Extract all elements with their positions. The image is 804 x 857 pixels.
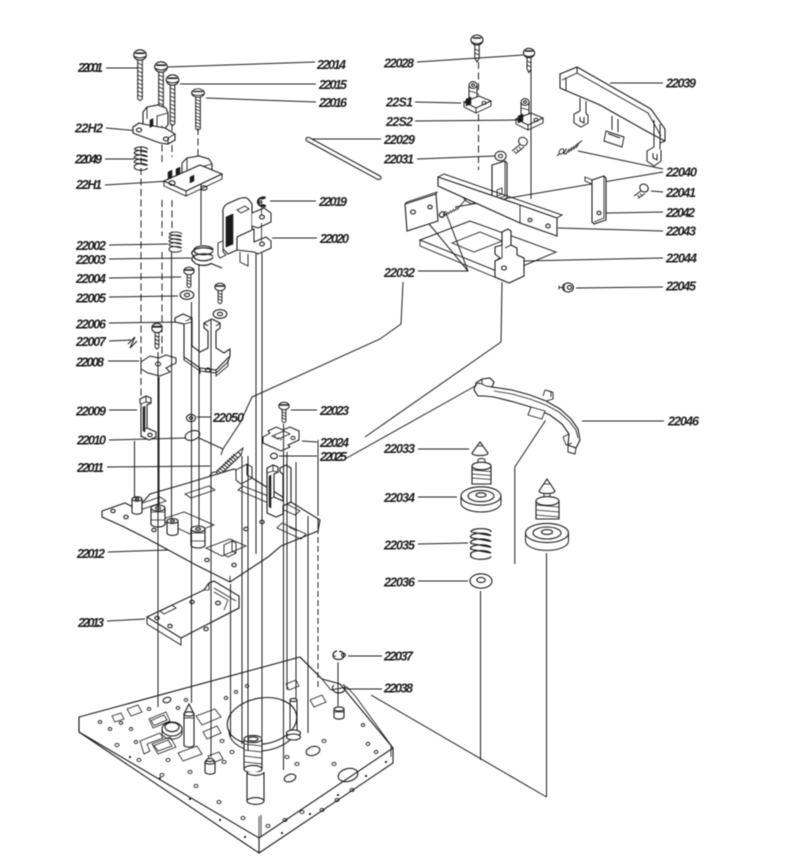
svg-text:22015: 22015 (318, 78, 348, 92)
svg-text:22S1: 22S1 (385, 96, 414, 110)
svg-text:22042: 22042 (665, 206, 695, 220)
svg-text:22035: 22035 (383, 539, 416, 553)
svg-text:22020: 22020 (319, 232, 349, 246)
svg-text:22H2: 22H2 (74, 122, 103, 136)
svg-text:22037: 22037 (383, 650, 414, 664)
svg-text:22041: 22041 (665, 186, 696, 200)
svg-text:22S2: 22S2 (385, 115, 414, 129)
svg-text:22024: 22024 (319, 436, 349, 450)
svg-text:22013: 22013 (77, 616, 104, 630)
svg-text:22004: 22004 (75, 272, 106, 286)
svg-text:22002: 22002 (75, 239, 106, 253)
svg-text:22005: 22005 (75, 292, 107, 306)
svg-text:22016: 22016 (318, 96, 348, 110)
svg-text:22023: 22023 (319, 404, 349, 418)
svg-text:22039: 22039 (665, 77, 696, 91)
svg-text:22029: 22029 (383, 133, 415, 147)
svg-text:22006: 22006 (75, 318, 107, 332)
svg-text:22038: 22038 (383, 682, 413, 696)
svg-text:22001: 22001 (77, 61, 103, 75)
svg-text:22014: 22014 (316, 58, 346, 72)
svg-text:22049: 22049 (74, 153, 102, 167)
svg-text:22046: 22046 (667, 415, 700, 429)
svg-text:22009: 22009 (75, 405, 106, 419)
svg-text:22043: 22043 (665, 225, 696, 239)
svg-text:22008: 22008 (75, 356, 104, 370)
svg-text:22033: 22033 (383, 442, 415, 456)
svg-text:22H1: 22H1 (75, 178, 102, 192)
svg-text:22050: 22050 (212, 411, 244, 425)
svg-text:22025: 22025 (319, 450, 348, 464)
svg-text:22034: 22034 (383, 491, 415, 505)
svg-text:22031: 22031 (383, 153, 414, 167)
svg-text:22044: 22044 (665, 252, 697, 266)
svg-text:22028: 22028 (383, 57, 414, 71)
svg-text:22007: 22007 (75, 335, 107, 349)
svg-text:22012: 22012 (76, 547, 105, 561)
svg-text:22036: 22036 (383, 576, 416, 590)
svg-text:22045: 22045 (665, 280, 697, 294)
svg-text:22010: 22010 (76, 434, 106, 448)
svg-text:22003: 22003 (75, 253, 106, 267)
svg-text:22011: 22011 (76, 461, 104, 475)
svg-text:22032: 22032 (383, 266, 415, 280)
svg-text:22019: 22019 (318, 195, 347, 209)
svg-text:22040: 22040 (665, 166, 697, 180)
